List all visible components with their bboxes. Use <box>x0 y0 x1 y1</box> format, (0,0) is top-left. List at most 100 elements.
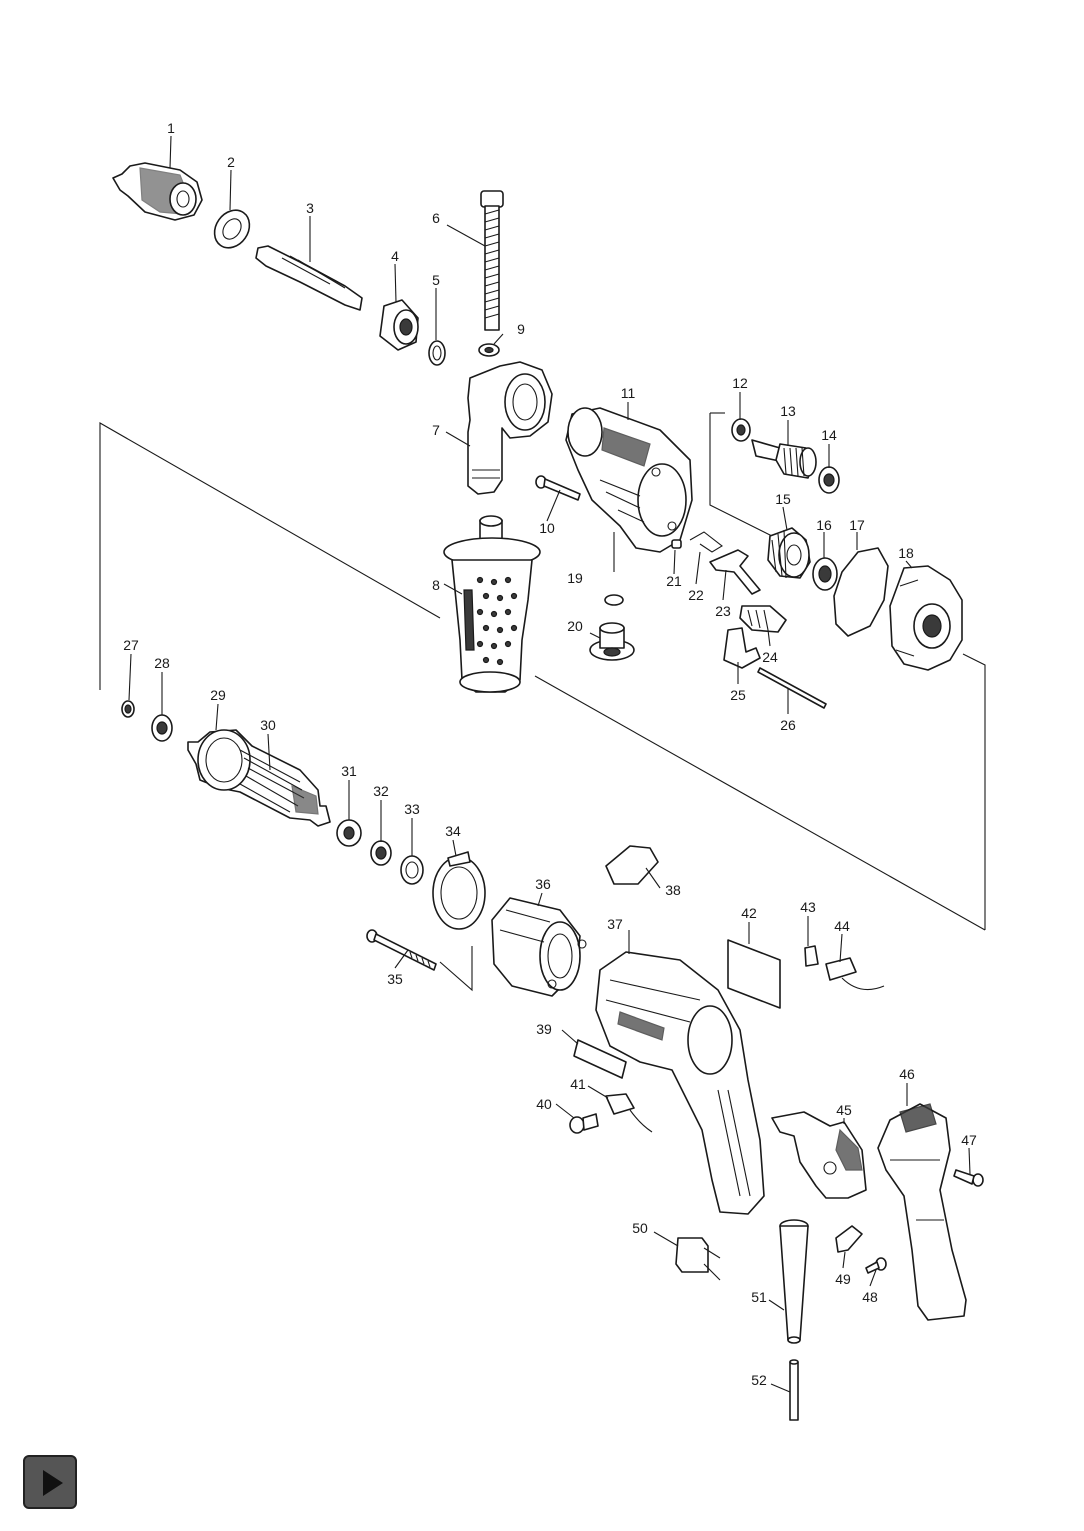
label-part-51: 51 <box>751 1289 767 1305</box>
part-34-baffle-plate <box>432 851 486 930</box>
label-part-50: 50 <box>632 1220 648 1236</box>
label-part-45: 45 <box>836 1102 852 1118</box>
part-27-washer <box>121 700 135 718</box>
label-part-32: 32 <box>373 783 389 799</box>
part-7-grip-bracket <box>467 361 553 495</box>
label-part-4: 4 <box>391 248 399 264</box>
label-part-36: 36 <box>535 876 551 892</box>
part-47-screw <box>953 1169 984 1187</box>
part-5-retaining-ring <box>428 340 446 366</box>
part-10-screw <box>535 475 581 501</box>
label-part-11: 11 <box>621 385 636 401</box>
part-35-screw <box>366 929 437 971</box>
part-25-clip <box>723 627 761 669</box>
label-part-5: 5 <box>432 272 440 288</box>
label-part-46: 46 <box>899 1066 915 1082</box>
label-part-20: 20 <box>567 618 583 634</box>
part-labels: 1 2 3 4 5 6 7 8 9 10 11 12 13 14 15 16 1… <box>123 120 977 1388</box>
assembly-connector-lines <box>99 412 986 931</box>
label-part-2: 2 <box>227 154 235 170</box>
part-33-insulation-washer <box>400 855 424 885</box>
label-part-22: 22 <box>688 587 704 603</box>
part-46-handle-cover <box>877 1103 967 1321</box>
part-20-change-knob <box>589 622 635 661</box>
part-17-gasket <box>833 547 889 637</box>
label-part-8: 8 <box>432 577 440 593</box>
label-part-13: 13 <box>780 403 796 419</box>
label-part-28: 28 <box>154 655 170 671</box>
part-13-gear-shaft <box>751 439 817 479</box>
label-part-47: 47 <box>961 1132 977 1148</box>
play-icon[interactable] <box>23 1455 77 1509</box>
label-part-3: 3 <box>306 200 314 216</box>
part-50-block <box>675 1237 709 1273</box>
label-part-16: 16 <box>816 517 832 533</box>
part-8-side-handle <box>443 515 541 693</box>
part-48-screw <box>865 1257 887 1274</box>
part-2-washer <box>213 209 251 249</box>
label-part-40: 40 <box>536 1096 552 1112</box>
label-part-38: 38 <box>665 882 681 898</box>
part-9-nut <box>478 343 500 357</box>
label-part-19: 19 <box>567 570 583 586</box>
part-18-bearing-box <box>889 565 963 671</box>
part-19-o-ring <box>604 594 624 606</box>
part-11-gear-housing <box>565 407 693 553</box>
label-part-24: 24 <box>762 649 778 665</box>
part-32-bearing <box>370 840 392 866</box>
part-21-pin <box>671 539 682 549</box>
part-29-30-armature <box>187 729 331 827</box>
part-22-spring <box>689 531 723 553</box>
part-45-switch <box>771 1111 867 1199</box>
part-14-bearing <box>818 466 840 494</box>
label-part-27: 27 <box>123 637 139 653</box>
part-37-motor-housing <box>595 951 765 1215</box>
label-part-33: 33 <box>404 801 420 817</box>
label-part-30: 30 <box>260 717 276 733</box>
part-23-change-plate <box>709 549 761 595</box>
label-part-17: 17 <box>849 517 865 533</box>
part-3-spindle <box>255 245 363 311</box>
label-part-39: 39 <box>536 1021 552 1037</box>
label-part-9: 9 <box>517 321 525 337</box>
label-part-41: 41 <box>570 1076 586 1092</box>
label-part-34: 34 <box>445 823 461 839</box>
label-part-42: 42 <box>741 905 757 921</box>
part-31-bearing <box>336 819 362 847</box>
part-38-cap <box>605 845 659 885</box>
label-part-25: 25 <box>730 687 746 703</box>
part-15-gear <box>767 527 811 579</box>
label-part-44: 44 <box>834 918 850 934</box>
label-part-37: 37 <box>607 916 623 932</box>
part-4-bearing <box>379 299 419 351</box>
label-part-31: 31 <box>341 763 357 779</box>
label-part-10: 10 <box>539 520 555 536</box>
part-44-capacitor <box>825 957 885 991</box>
label-part-52: 52 <box>751 1372 767 1388</box>
label-part-12: 12 <box>732 375 748 391</box>
part-39-label <box>573 1039 627 1079</box>
label-part-29: 29 <box>210 687 226 703</box>
part-51-cord-guard <box>779 1219 809 1344</box>
label-part-21: 21 <box>666 573 682 589</box>
label-part-6: 6 <box>432 210 440 226</box>
label-part-15: 15 <box>775 491 791 507</box>
part-24-brush-holder <box>739 605 787 633</box>
label-part-43: 43 <box>800 899 816 915</box>
part-49-strain-relief <box>835 1225 863 1253</box>
part-1-drill-chuck <box>112 162 203 221</box>
part-6-long-bolt <box>480 190 504 331</box>
part-12-bearing <box>731 418 751 442</box>
label-part-7: 7 <box>432 422 440 438</box>
part-42-label <box>727 939 781 1009</box>
label-part-26: 26 <box>780 717 796 733</box>
leader-lines <box>128 135 971 1393</box>
part-36-field <box>491 897 587 997</box>
part-41-brush-holder <box>605 1093 653 1133</box>
part-28-bearing <box>151 714 173 742</box>
part-52-cord <box>789 1359 799 1421</box>
label-part-48: 48 <box>862 1289 878 1305</box>
part-26-rod <box>757 667 827 709</box>
label-part-14: 14 <box>821 427 837 443</box>
